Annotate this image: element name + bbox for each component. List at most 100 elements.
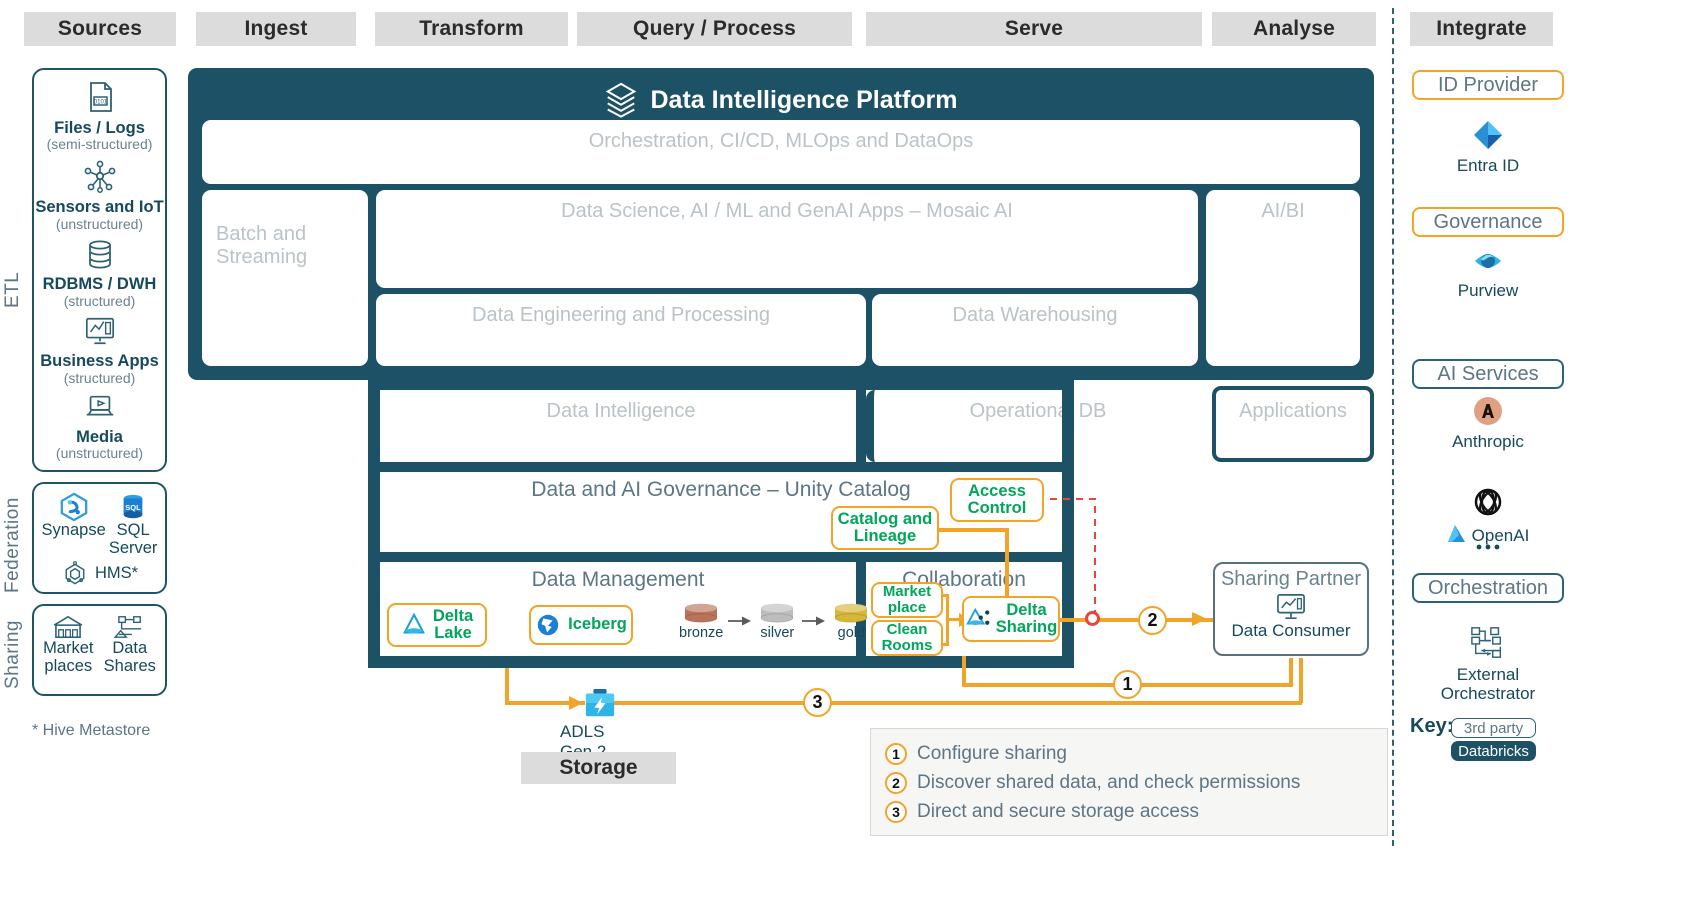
access-control-dashed-link [1037,498,1096,613]
phase-header-integrate[interactable]: Integrate [1410,12,1553,46]
federation-item-sql-server[interactable]: SQL SQL Server [109,492,157,558]
integrate-pill-id-provider[interactable]: ID Provider [1412,70,1564,100]
svg-text:SQL: SQL [125,503,141,512]
integrate-item-[interactable] [1412,540,1564,558]
chip-marketplace[interactable]: Market place [871,582,943,618]
data-engineering-label: Data Engineering and Processing [472,304,770,326]
source-subtitle: (semi-structured) [46,136,153,153]
unity-catalog-box[interactable]: Data and AI Governance – Unity Catalog [380,472,1062,552]
phase-header-ingest[interactable]: Ingest [196,12,356,46]
phase-header-serve[interactable]: Serve [866,12,1202,46]
legend-badge-3: 3 [885,800,907,823]
integrate-item-external-orchestrator[interactable]: External Orchestrator [1412,625,1564,703]
sharing-item-data-shares[interactable]: Data Shares [104,614,156,676]
ai-bi-label: AI/BI [1261,200,1305,222]
source-subtitle: (structured) [63,292,136,309]
phase-header-analyse[interactable]: Analyse [1212,12,1376,46]
medallion-layer-silver[interactable]: silver [757,603,797,641]
federation-item-hms[interactable]: HMS* [34,560,165,588]
phase-header-sources[interactable]: Sources [24,12,176,46]
medallion-layer-bronze[interactable]: bronze [679,603,723,641]
integrate-item-label: Anthropic [1452,432,1524,451]
adls-gen2-icon [585,688,615,717]
data-intelligence-platform: Data Intelligence Platform Orchestration… [188,68,1374,380]
platform-frame-left [368,378,380,668]
arrow-right-to-adls-icon [569,696,583,710]
external-orchestrator-icon [1468,625,1508,666]
phase-header-query-process[interactable]: Query / Process [577,12,852,46]
source-item-business-apps[interactable]: Business Apps(structured) [34,315,165,386]
federation-item-synapse[interactable]: Synapse [42,492,106,558]
chip-delta-sharing[interactable]: Delta Sharing [962,596,1060,642]
data-intelligence-box[interactable]: Data Intelligence [376,390,866,462]
database-icon [84,238,116,275]
phase-header-transform[interactable]: Transform [375,12,568,46]
source-title: Media [76,427,123,446]
integrate-item-openai[interactable]: OpenAI [1412,486,1564,550]
delta-lake-icon [402,612,425,634]
orchestration-box[interactable]: Orchestration, CI/CD, MLOps and DataOps [202,120,1360,184]
arrow-right-to-partner-icon [1192,612,1207,626]
source-item-sensors-and-iot[interactable]: Sensors and IoT(unstructured) [34,159,165,232]
sharing-label: Market places [43,639,94,675]
flow-badge-3: 3 [803,688,832,717]
source-item-media[interactable]: Media(unstructured) [34,393,165,462]
platform-frame-top [368,378,1074,390]
batch-streaming-label: Batch and Streaming [216,223,308,268]
federation-label: Synapse [41,521,106,539]
integrate-item-anthropic[interactable]: Anthropic [1412,394,1564,452]
platform-frame-divider-2 [368,552,1074,562]
integrate-item-label: OpenAI [1471,526,1530,546]
applications-label: Applications [1239,400,1347,422]
data-warehousing-label: Data Warehousing [952,304,1118,326]
source-title: Files / Logs [54,119,145,137]
connector-catalog-to-delta-sharing [1005,528,1009,612]
ai-bi-box[interactable]: AI/BI [1206,190,1360,366]
chip-delta-lake[interactable]: Delta Lake [387,603,487,647]
data-warehousing-box[interactable]: Data Warehousing [872,294,1198,366]
business-app-icon [84,315,116,352]
key-label: Key: [1410,715,1454,737]
legend-text: Direct and secure storage access [917,800,1199,822]
source-subtitle: (structured) [63,369,136,386]
sharing-partner-box[interactable]: Sharing Partner Data Consumer [1213,562,1369,656]
medallion-arrow-icon [801,611,827,641]
source-item-rdbms-dwh[interactable]: RDBMS / DWH(structured) [34,238,165,309]
connector-flow1-up-to-collab [962,656,966,686]
adls-gen2-node[interactable]: ADLS Gen 2 [560,688,640,762]
data-engineering-box[interactable]: Data Engineering and Processing [376,294,866,366]
integrate-pill-governance[interactable]: Governance [1412,207,1564,237]
chip-access-control[interactable]: Access Control [950,478,1044,522]
marketplace-icon [53,615,83,639]
medallion-layer-gold[interactable]: gold [831,603,871,641]
chip-iceberg[interactable]: Iceberg [529,605,633,645]
operational-db-box[interactable]: Operational DB [866,390,1202,462]
sql-server-icon: SQL [123,494,143,519]
applications-box[interactable]: Applications [1212,386,1374,462]
chip-catalog-lineage[interactable]: Catalog and Lineage [831,506,939,550]
legend-badge-1: 1 [885,742,907,765]
storage-band-label: Storage [521,752,676,784]
integrate-pill-ai-services[interactable]: AI Services [1412,359,1564,389]
legend-item: 1 Configure sharing [885,739,1387,768]
iceberg-icon [537,614,559,636]
sensor-network-icon [83,159,117,198]
legend-text: Configure sharing [917,742,1067,764]
sharing-item-marketplaces[interactable]: Market places [43,614,94,676]
integrate-item-purview[interactable]: Purview [1412,245,1564,301]
sharing-label: Data Shares [103,639,156,675]
hive-metastore-footnote: * Hive Metastore [32,722,151,739]
cylinder-icon [760,603,794,623]
integrate-item-entra-id[interactable]: Entra ID [1412,118,1564,176]
source-title: RDBMS / DWH [42,275,157,294]
platform-title: Data Intelligence Platform [650,85,958,114]
delta-lake-label: Delta Lake [432,606,474,642]
mosaic-ai-box[interactable]: Data Science, AI / ML and GenAI Apps – M… [376,190,1198,288]
medallion-label: silver [760,625,795,641]
integrate-pill-orchestration[interactable]: Orchestration [1412,573,1564,603]
key-databricks: Databricks [1451,741,1536,761]
source-subtitle: (unstructured) [55,215,144,232]
chip-clean-rooms[interactable]: Clean Rooms [871,620,943,656]
batch-streaming-box[interactable]: Batch and Streaming [202,190,368,366]
